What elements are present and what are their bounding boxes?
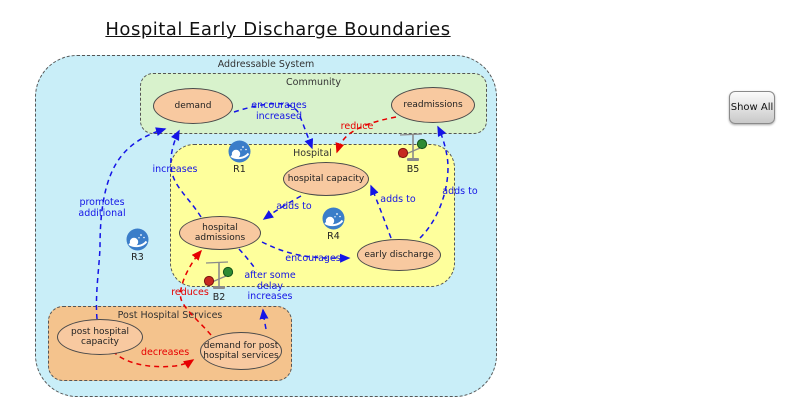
loop-label: R3 [131,252,144,263]
boundary-label-post-hospital-services: Post Hospital Services [117,310,223,321]
node-hospital-capacity[interactable]: hospital capacity [283,162,369,196]
boundary-label-community: Community [286,77,341,88]
node-readmissions[interactable]: readmissions [391,87,475,123]
loop-label: B5 [406,164,420,175]
balancing-loop-icon [203,261,234,289]
node-label: hospital capacity [287,173,365,184]
loop-marker-R1[interactable]: R1 [227,139,252,175]
loop-marker-B5[interactable]: B5 [396,131,430,175]
show-all-button[interactable]: Show All [729,91,775,124]
node-label: readmissions [403,99,463,110]
node-early-discharge[interactable]: early discharge [357,239,441,271]
node-label: hospital admissions [194,222,246,243]
node-demand-for-post-hospital-services[interactable]: demand for post hospital services [200,332,282,370]
loop-marker-R3[interactable]: R3 [125,227,150,263]
node-label: early discharge [364,249,434,260]
reinforcing-loop-icon [322,207,345,230]
node-label: demand [174,100,212,111]
loop-label: R1 [233,164,246,175]
page-title: Hospital Early Discharge Boundaries [105,19,451,40]
balancing-loop-icon [397,133,428,161]
node-hospital-admissions[interactable]: hospital admissions [179,216,261,250]
loop-label: B2 [212,292,226,303]
reinforcing-loop-icon [228,140,251,163]
boundary-label-addressable-system: Addressable System [217,59,315,70]
node-post-hospital-capacity[interactable]: post hospital capacity [57,319,143,355]
loop-marker-B2[interactable]: B2 [202,259,236,303]
node-label: post hospital capacity [71,326,129,347]
loop-marker-R4[interactable]: R4 [321,206,346,242]
loop-label: R4 [327,231,340,242]
node-label: demand for post hospital services [203,340,279,361]
node-demand[interactable]: demand [153,88,233,124]
reinforcing-loop-icon [126,228,149,251]
boundary-label-hospital: Hospital [293,148,332,159]
